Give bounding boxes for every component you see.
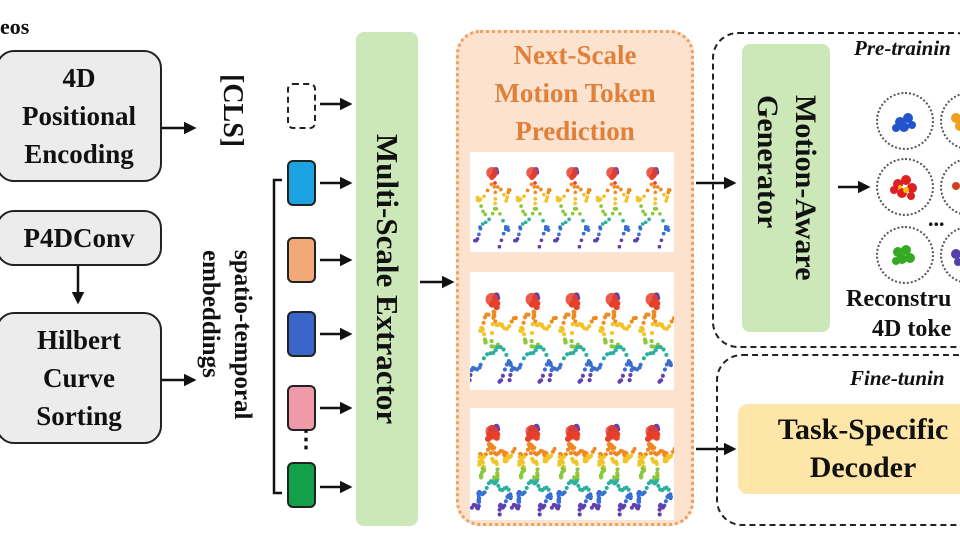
positional-encoding-line-3: Encoding	[24, 139, 134, 169]
runner-sequence-coarse	[473, 166, 672, 249]
runner-figure	[629, 423, 674, 517]
positional-encoding-line-2: Positional	[21, 101, 136, 131]
token-pink	[287, 385, 316, 431]
embeddings-label-line-1: spatio-temporal	[229, 250, 256, 420]
token-cluster-green	[876, 226, 934, 284]
positional-encoding-box: 4D Positional Encoding	[0, 50, 162, 182]
runner-figure	[470, 423, 517, 517]
token-ellipsis: ⋮	[294, 427, 318, 453]
runner-figure	[549, 423, 597, 517]
decoder-line-1: Task-Specific	[777, 413, 949, 446]
pretraining-box	[712, 32, 960, 348]
hilbert-line-3: Sorting	[36, 401, 122, 431]
token-cluster-red	[876, 158, 934, 216]
runner-figure	[547, 292, 598, 384]
positional-encoding-line-1: 4D	[62, 63, 96, 93]
runner-sequence-fine	[470, 423, 674, 517]
motion-aware-generator-panel: Motion-Aware Generator	[742, 44, 830, 332]
cls-label: [CLS]	[217, 74, 248, 148]
embeddings-label-line-2: embeddings	[197, 250, 224, 378]
runner-figure	[587, 292, 638, 384]
pretraining-title: Pre-trainin	[850, 36, 955, 61]
motion-frame-medium	[470, 272, 674, 390]
multi-scale-extractor-panel: Multi-Scale Extractor	[356, 32, 418, 526]
token-bracket	[272, 178, 282, 495]
runner-figure	[470, 292, 518, 384]
task-specific-decoder-box: Task-Specific Decoder	[738, 404, 960, 494]
cls-token	[287, 83, 316, 129]
token-cluster-orange	[940, 92, 960, 150]
runner-figure	[553, 166, 592, 249]
runner-figure	[593, 166, 632, 249]
generator-label-line-1: Motion-Aware	[789, 95, 822, 281]
finetuning-box	[716, 354, 960, 526]
embeddings-label: spatio-temporal embeddings	[194, 250, 258, 419]
runner-figure	[473, 166, 512, 249]
token-cluster-blue	[876, 92, 934, 150]
runner-figure	[633, 166, 672, 249]
hilbert-line-1: Hilbert	[37, 325, 121, 355]
runner-figure	[627, 292, 674, 384]
prediction-title-line-1: Next-Scale	[513, 40, 637, 70]
finetuning-title: Fine-tunin	[846, 366, 949, 391]
prediction-title-line-2: Motion Token	[494, 78, 656, 108]
reconstruction-line-1: Reconstru	[846, 286, 952, 312]
motion-frame-fine	[470, 408, 674, 520]
decoder-line-2: Decoder	[809, 451, 917, 484]
p4dconv-box: P4DConv	[0, 210, 162, 266]
hilbert-line-2: Curve	[43, 363, 115, 393]
prediction-title: Next-Scale Motion Token Prediction	[456, 36, 694, 150]
token-cluster-purple	[940, 226, 960, 284]
motion-aware-generator-label: Motion-Aware Generator	[748, 95, 824, 281]
p4dconv-label: P4DConv	[23, 223, 135, 253]
generator-label-line-2: Generator	[751, 95, 784, 229]
runner-figure	[507, 292, 558, 384]
prediction-title-line-3: Prediction	[515, 116, 635, 146]
reconstruction-label: Reconstru 4D toke	[846, 284, 951, 344]
tokens-ellipsis: ...	[928, 206, 945, 231]
runner-sequence-medium	[470, 292, 674, 384]
hilbert-curve-sorting-box: Hilbert Curve Sorting	[0, 312, 162, 444]
runner-figure	[513, 166, 552, 249]
token-orange	[287, 237, 316, 283]
motion-frame-coarse	[470, 152, 674, 252]
token-blue	[287, 160, 316, 206]
token-green	[287, 462, 316, 508]
multi-scale-extractor-label: Multi-Scale Extractor	[370, 133, 405, 425]
runner-figure	[509, 423, 557, 517]
cropped-header-text: eos	[0, 14, 30, 39]
token-dark-blue	[287, 311, 316, 357]
runner-figure	[589, 423, 637, 517]
reconstruction-line-2: 4D toke	[872, 316, 952, 342]
